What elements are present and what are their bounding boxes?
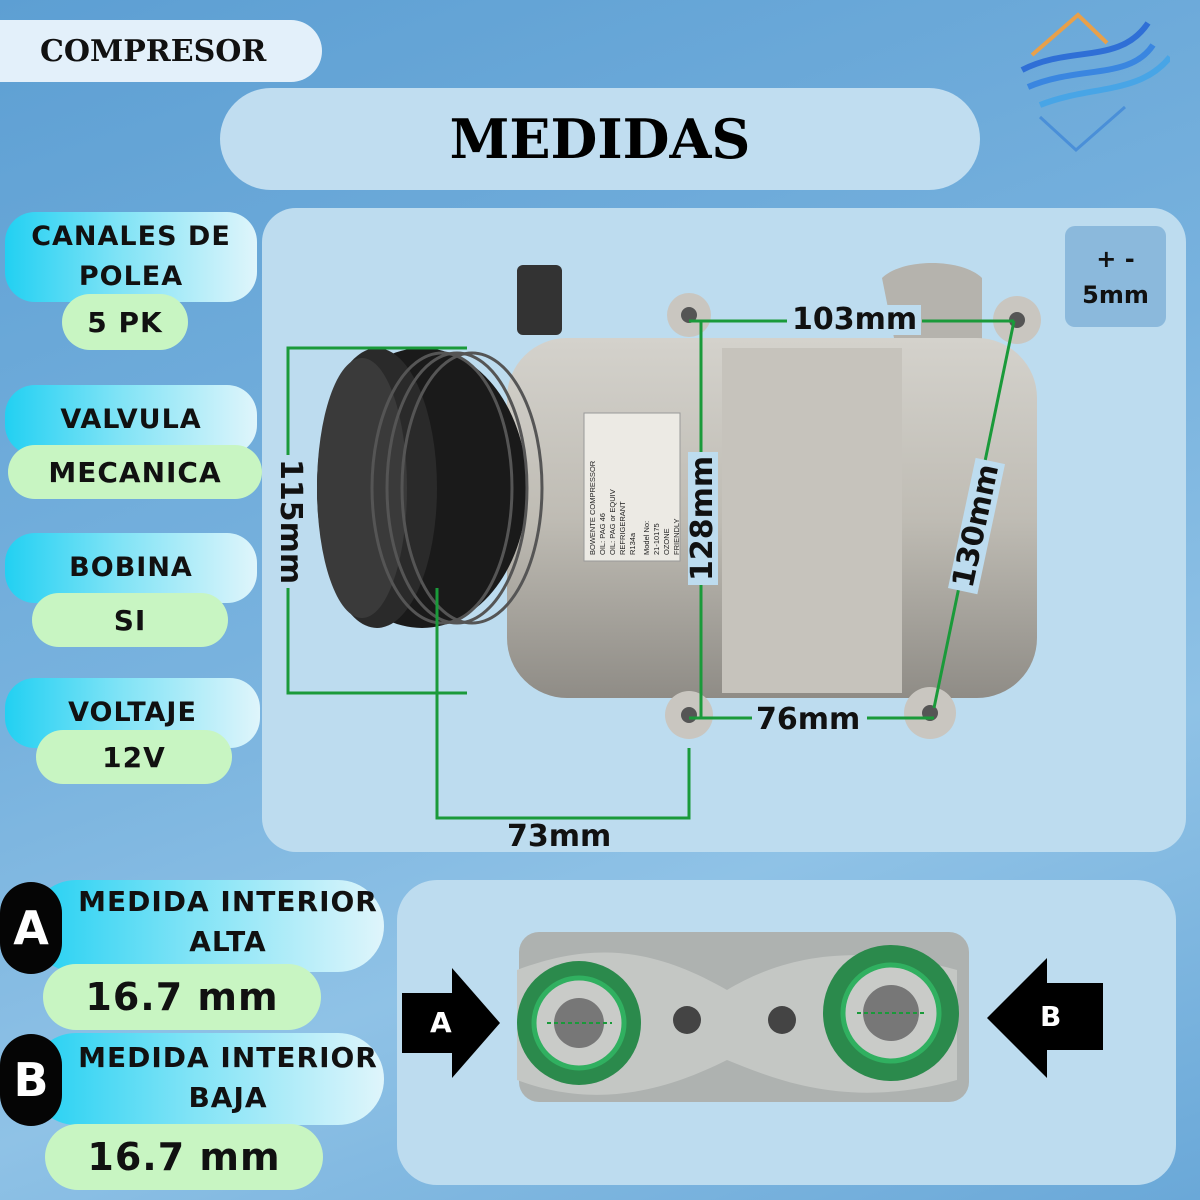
sticker-type: COMPRESSOR	[588, 460, 597, 515]
arrow-a-label: A	[430, 1006, 452, 1039]
sticker-brand: BOWENTE	[588, 517, 597, 555]
port-b-label	[30, 1033, 384, 1125]
port-b-label-line1: MEDIDA INTERIOR	[78, 1041, 378, 1074]
dim-pulley-offset: 73mm	[507, 819, 612, 854]
port-a-label	[30, 880, 384, 972]
port-b-value: 16.7 mm	[45, 1124, 323, 1190]
port-a-badge: A	[0, 882, 62, 974]
port-a-label-text: MEDIDA INTERIOR ALTA	[78, 882, 378, 962]
sticker-oil: OIL: PAG 46	[598, 513, 607, 555]
port-a-value: 16.7 mm	[43, 964, 321, 1030]
arrow-b-icon	[987, 958, 1103, 1078]
spec-label-pulley-channels: CANALES DE POLEA	[5, 212, 257, 302]
dim-front-height: 128mm	[685, 451, 720, 585]
tolerance-box: + - 5mm	[1065, 226, 1166, 327]
spec-label-valve: VALVULA	[5, 385, 257, 455]
brand-logo	[1020, 12, 1170, 153]
sticker-oil-equiv: OIL: PAG or EQUIV	[608, 489, 617, 555]
product-sticker: BOWENTE COMPRESSOR OIL: PAG 46 OIL: PAG …	[588, 415, 686, 555]
port-a-label-line2: ALTA	[189, 925, 267, 958]
arrow-b-label: B	[1040, 1000, 1062, 1033]
port-b-label-text: MEDIDA INTERIOR BAJA	[78, 1038, 378, 1118]
dim-bottom-width: 76mm	[752, 705, 865, 735]
port-b-label-line2: BAJA	[188, 1081, 268, 1114]
compressor-image	[286, 263, 1041, 820]
arrow-a-icon	[402, 968, 500, 1078]
sticker-friendly: FRIENDLY	[672, 518, 681, 555]
dim-top-width: 103mm	[788, 305, 922, 335]
tolerance-sign: + -	[1096, 244, 1135, 273]
spec-label-coil: BOBINA	[5, 533, 257, 603]
tolerance-value: 5mm	[1082, 280, 1149, 309]
port-manifold-image	[402, 932, 1103, 1102]
spec-value-pulley-channels: 5 PK	[62, 294, 188, 350]
spec-label-text: CANALES DE POLEA	[31, 221, 231, 292]
port-b-badge: B	[0, 1034, 62, 1126]
sticker-model-label: Model No:	[642, 520, 651, 555]
category-label: COMPRESOR	[0, 20, 322, 82]
sticker-refrigerant: REFRIGERANT	[618, 501, 627, 555]
sticker-refrigerant-type: R134a	[628, 532, 637, 555]
spec-value-coil: SI	[32, 593, 228, 647]
port-a-label-line1: MEDIDA INTERIOR	[78, 885, 378, 918]
spec-value-valve: MECANICA	[8, 445, 262, 499]
dim-pulley-height: 115mm	[273, 455, 308, 589]
connector	[517, 265, 562, 335]
sticker-ozone: OZONE	[662, 528, 671, 555]
page-title: MEDIDAS	[220, 88, 980, 190]
spec-value-voltage: 12V	[36, 730, 232, 784]
sticker-model: 21-10175	[652, 523, 661, 555]
